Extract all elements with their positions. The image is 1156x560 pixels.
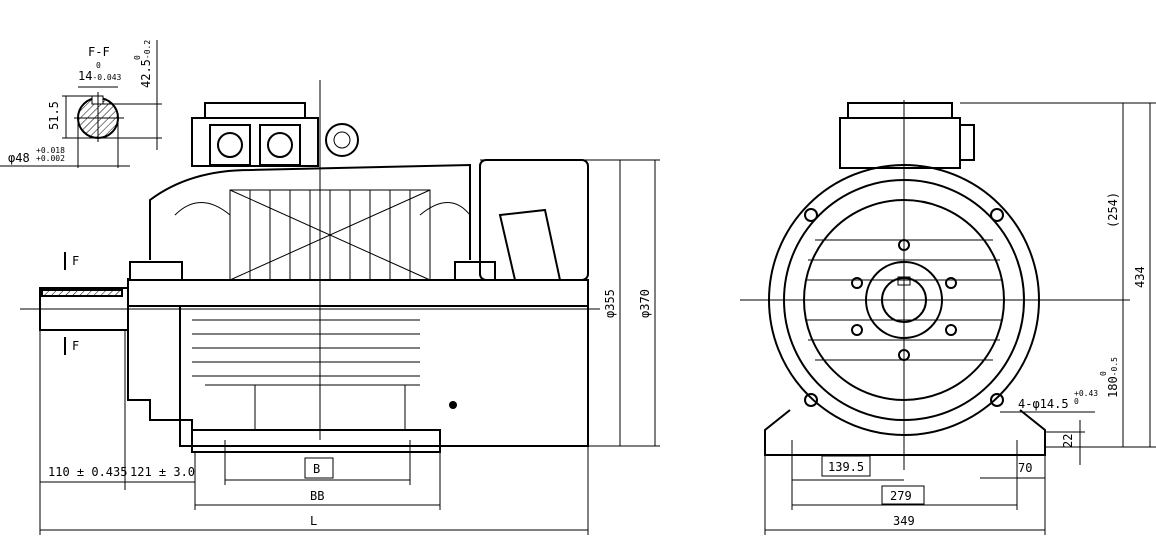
shaft-extension-dim: 110 ± 0.435 [48,465,127,479]
shaft-to-foot-dim: 121 ± 3.0 [130,465,195,479]
shaft-center-height-upper: 0 [1099,371,1108,376]
key-width-lower: -0.043 [92,73,121,82]
frame-top-outline [149,163,471,260]
front-terminal-box-lid [847,102,953,119]
foot-thickness-dim: 22 [1061,434,1075,448]
key-depth-nominal: 42.5 [139,59,153,88]
mounting-holes-upper: +0.43 [1074,389,1098,398]
mounting-holes-dim: 4-φ14.5 [1018,397,1069,411]
foot-web [254,384,406,431]
section-lines [0,40,162,168]
overall-length-dim: L [310,514,317,528]
foot-spacing-box [881,485,925,505]
key-depth-upper: 0 [133,55,142,60]
lifting-eye [325,123,359,157]
front-dimension-lines [764,102,1156,535]
flange-diameter-dim: φ370 [638,289,652,318]
cable-gland-left-hole [217,132,243,158]
stator-windings [229,189,431,281]
half-foot-spacing-dim: 139.5 [828,460,864,474]
shaft-diameter-upper: +0.018 [36,146,65,155]
body-diameter-dim: φ355 [603,289,617,318]
diameter-symbol: φ [8,151,15,165]
section-ff: F-F 14-0.043 0 51.5 42.5-0.2 0 φ48 +0.01… [0,40,162,168]
front-view: 139.5 279 349 70 22 180-0.5 0 (254) 434 … [740,100,1156,535]
section-title: F-F [88,45,110,59]
shaft-diameter-nominal: 48 [15,151,29,165]
rear-bearing [454,261,496,281]
cable-gland-left [209,124,251,166]
side-dimension-lines [39,159,660,535]
cooling-fan [498,208,562,281]
foot-spacing-b-box [304,457,334,479]
key-width-upper: 0 [96,61,101,70]
cooling-fins [192,319,420,386]
shaft-diameter-lower: +0.002 [36,154,65,163]
foot [191,429,441,453]
foot-edge-dim: 70 [1018,461,1032,475]
shaft-key [41,289,123,297]
frame-midline-band [127,279,589,307]
cable-gland-right-hole [267,132,293,158]
terminal-box-lid [204,102,306,119]
overall-height-dim: 434 [1133,266,1147,288]
section-mark-bottom: F [72,339,79,353]
fan-housing [479,159,589,281]
half-foot-spacing-box [821,455,871,477]
section-mark-top: F [72,254,79,268]
box-height-dim: (254) [1106,192,1120,228]
cable-gland-right [259,124,301,166]
shaft-center-height-nominal: 180 [1106,376,1120,398]
end-shield [127,278,193,430]
front-feet [764,409,1046,456]
foot-width-dim: 349 [893,514,915,528]
lifting-eye-hole [333,131,351,149]
motor-frame [179,305,589,447]
key-depth-label: 42.5-0.2 [139,40,153,88]
mounting-holes-lower: 0 [1074,397,1079,406]
shaft-center-height-lower: -0.5 [1110,357,1119,376]
shaft-diameter-label: φ48 [8,151,30,165]
shaft-height-label: 51.5 [47,101,61,130]
foot-spacing-dim: 279 [890,489,912,503]
side-view: F F [20,80,660,535]
shaft-center-height-dim: 180-0.5 [1106,357,1120,398]
front-bearing [129,261,183,281]
center-of-gravity-mark [449,401,457,409]
winding-end-turns [174,202,471,216]
front-cable-gland [959,124,975,161]
foot-spacing-b-dim: B [313,462,320,476]
key-width-nominal: 14 [78,69,92,83]
end-shield-bolts [804,208,1004,407]
key-depth-lower: -0.2 [143,40,152,59]
front-terminal-box [839,117,961,169]
key-width-label: 14-0.043 [78,69,122,83]
foot-overall-bb-dim: BB [310,489,324,503]
